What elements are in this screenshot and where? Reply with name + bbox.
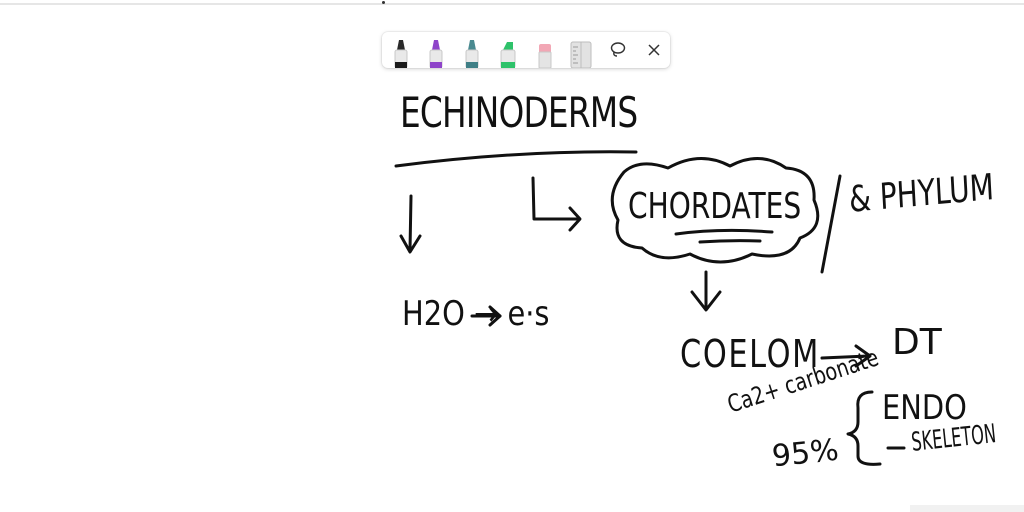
scroll-edge [910, 505, 1024, 512]
divider-slash [820, 174, 842, 274]
endo-label: ENDO [882, 388, 967, 428]
branch-arrow [531, 176, 580, 221]
highlighter-green-icon[interactable] [498, 38, 518, 68]
eraser-icon[interactable] [535, 38, 555, 68]
title-echinoderms: ECHINODERMS [400, 88, 638, 137]
down-arrow-left [408, 194, 413, 252]
dt-label: DT [892, 322, 942, 363]
pen-black-icon[interactable] [391, 38, 411, 68]
close-icon[interactable] [644, 40, 664, 60]
cursor-dot [382, 1, 385, 4]
pen-teal-icon[interactable] [462, 38, 482, 68]
ruler-icon[interactable] [569, 38, 593, 68]
top-border [0, 3, 1024, 5]
lasso-icon[interactable] [608, 40, 628, 60]
percent-label: 95% [770, 432, 841, 475]
water-text: H2O → e·s [402, 294, 550, 334]
chordates-cloud [610, 156, 820, 264]
curly-brace [846, 390, 882, 466]
chordates-label: CHORDATES [628, 186, 802, 227]
pen-toolbar [382, 32, 670, 68]
title-underline [394, 150, 638, 168]
pen-purple-icon[interactable] [426, 38, 446, 68]
coelom-arrow [820, 354, 870, 360]
coelom-label: COELOM [680, 332, 820, 376]
